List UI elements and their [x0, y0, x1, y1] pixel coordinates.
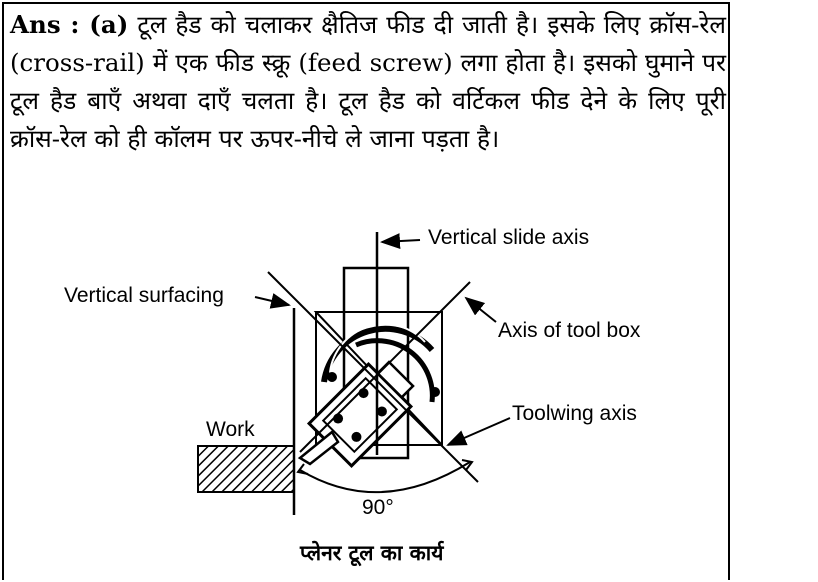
angle-label: 90° — [362, 496, 394, 519]
answer-body: टूल हैड को चलाकर क्षैतिज फीड दी जाती है।… — [10, 10, 726, 153]
tool-box-axis-line — [267, 271, 479, 483]
axis-of-tool-box-label: Axis of tool box — [498, 319, 641, 342]
right-angle-arc — [299, 461, 471, 494]
tool-box-housing — [313, 311, 443, 448]
toolwing-axis-label: Toolwing axis — [512, 402, 637, 425]
toolwing-axis-arrow — [446, 417, 511, 446]
answer-frame — [2, 2, 730, 580]
axis-of-tool-box-arrow — [464, 296, 497, 323]
vertical-surfacing-arrow — [254, 293, 291, 309]
answer-lead: Ans : (a) — [10, 10, 129, 39]
work-piece — [197, 445, 295, 493]
answer-paragraph: Ans : (a) टूल हैड को चलाकर क्षैतिज फीड द… — [10, 6, 726, 158]
cutting-tool — [297, 430, 340, 466]
toolwing-axis-line — [299, 281, 471, 453]
vertical-slide-axis-label: Vertical slide axis — [428, 226, 589, 249]
diagram-caption: प्लेनर टूल का कार्य — [299, 540, 444, 567]
vertical-surfacing-label: Vertical surfacing — [64, 284, 224, 307]
work-label: Work — [206, 418, 255, 441]
vertical-slide-axis-arrow — [380, 233, 421, 250]
